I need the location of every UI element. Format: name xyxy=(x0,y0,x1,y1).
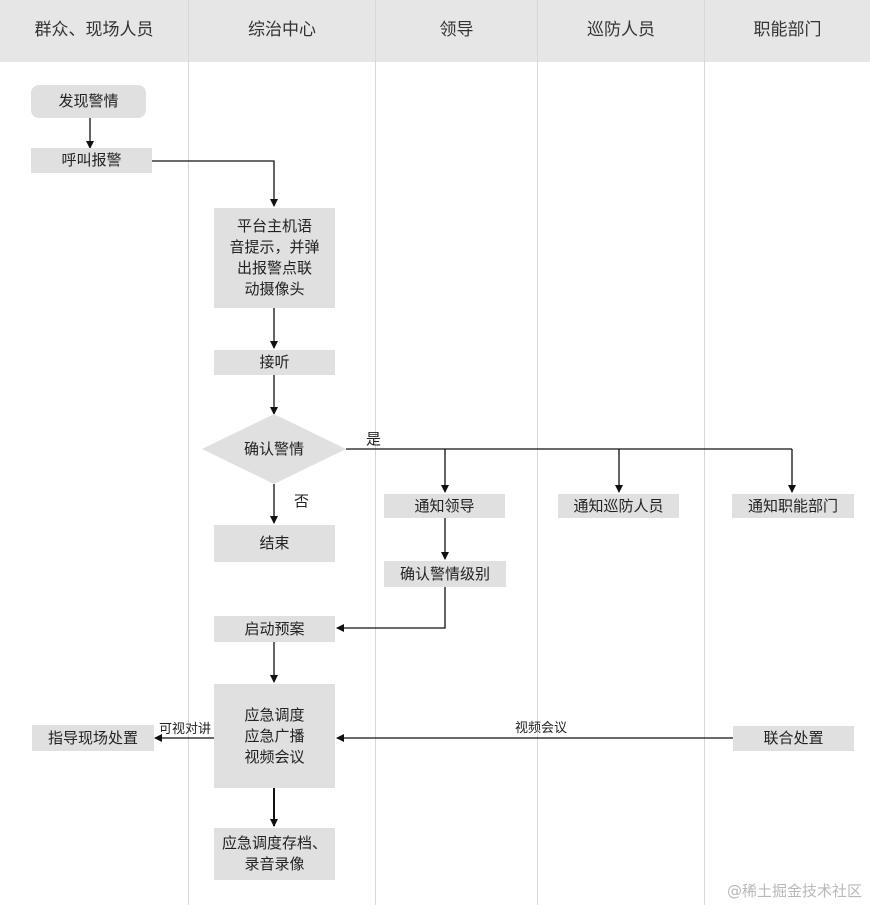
node-call-police: 呼叫报警 xyxy=(31,148,152,173)
arrow-call-to-platform xyxy=(152,160,278,207)
lane-title-center: 综治中心 xyxy=(248,20,316,40)
arrow-level-to-plan xyxy=(336,587,446,632)
lane-title-patrol: 巡防人员 xyxy=(587,20,655,40)
lane-divider xyxy=(188,0,189,905)
lane-header-bar xyxy=(0,0,870,62)
node-emergency-dispatch: 应急调度 应急广播 视频会议 xyxy=(214,684,335,788)
watermark-text: @稀土掘金技术社区 xyxy=(726,882,862,900)
edge-label-video-meeting: 视频会议 xyxy=(515,721,568,736)
lane-title-leader: 领导 xyxy=(439,20,474,40)
node-discover-alert: 发现警情 xyxy=(31,85,146,118)
edge-label-no: 否 xyxy=(294,492,310,510)
lane-title-department: 职能部门 xyxy=(753,20,822,40)
decision-label-confirm: 确认警情 xyxy=(244,440,305,458)
node-start-plan: 启动预案 xyxy=(214,616,335,642)
node-end: 结束 xyxy=(214,525,335,562)
node-notify-leader: 通知领导 xyxy=(384,494,505,518)
node-guide-onsite: 指导现场处置 xyxy=(32,725,154,751)
node-archive: 应急调度存档、 录音录像 xyxy=(214,828,335,880)
node-notify-department: 通知职能部门 xyxy=(732,494,854,518)
edge-label-intercom: 可视对讲 xyxy=(159,722,212,737)
lane-divider xyxy=(537,0,538,905)
lane-divider xyxy=(704,0,705,905)
node-joint-handling: 联合处置 xyxy=(733,726,854,751)
node-confirm-level: 确认警情级别 xyxy=(384,561,506,587)
decision-diamond xyxy=(202,414,346,484)
node-notify-patrol: 通知巡防人员 xyxy=(558,494,679,518)
node-answer: 接听 xyxy=(214,350,335,375)
lane-divider xyxy=(375,0,376,905)
edge-label-yes: 是 xyxy=(366,430,382,448)
node-platform-prompt: 平台主机语 音提示，并弹 出报警点联 动摄像头 xyxy=(214,208,335,308)
lane-title-public: 群众、现场人员 xyxy=(34,20,154,40)
